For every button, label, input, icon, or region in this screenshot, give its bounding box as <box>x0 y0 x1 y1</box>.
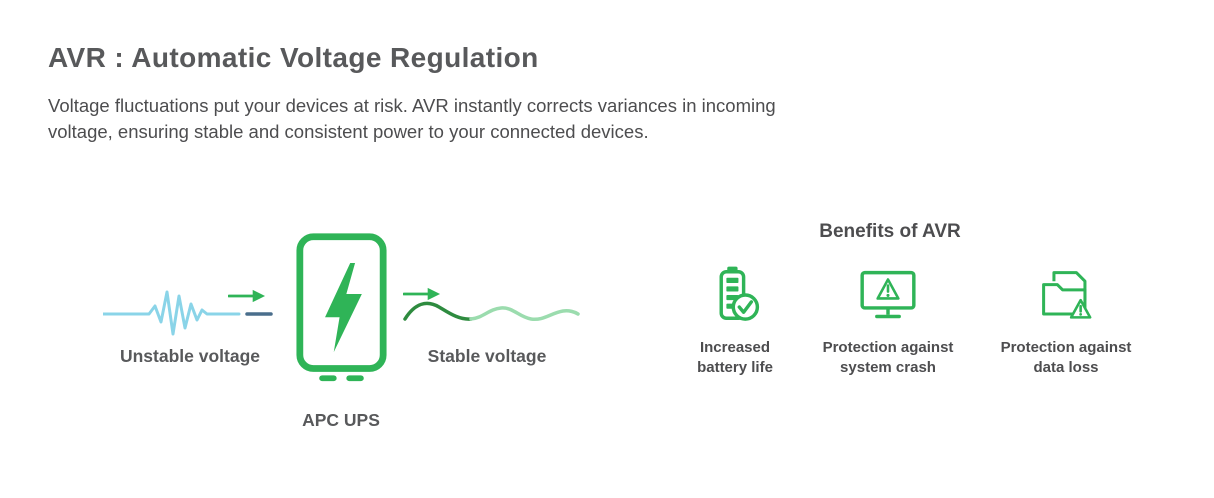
benefit-system-crash-protection: Protection against system crash <box>801 264 975 378</box>
page-description: Voltage fluctuations put your devices at… <box>48 95 776 142</box>
folder-warning-icon <box>1035 264 1097 326</box>
apc-ups-lightning-icon <box>293 230 390 385</box>
benefits-heading: Benefits of AVR <box>819 221 961 242</box>
benefit-label: Protection against system crash <box>822 339 954 376</box>
benefit-data-loss-protection: Protection against data loss <box>979 264 1153 378</box>
page-title: AVR : Automatic Voltage Regulation <box>48 42 539 73</box>
unstable-voltage-waveform-icon <box>103 282 273 342</box>
stable-voltage-waveform-icon <box>403 293 580 338</box>
monitor-warning-icon <box>857 264 919 326</box>
benefit-label: Protection against data loss <box>1000 339 1132 376</box>
arrow-right-icon <box>228 288 266 304</box>
battery-check-icon <box>704 264 766 326</box>
benefit-increased-battery-life: Increased battery life <box>648 264 822 378</box>
stable-voltage-label: Stable voltage <box>427 346 547 366</box>
arrow-right-icon <box>403 286 441 302</box>
benefit-label: Increased battery life <box>697 339 773 376</box>
unstable-voltage-label: Unstable voltage <box>119 346 261 366</box>
apc-ups-label: APC UPS <box>302 410 380 430</box>
